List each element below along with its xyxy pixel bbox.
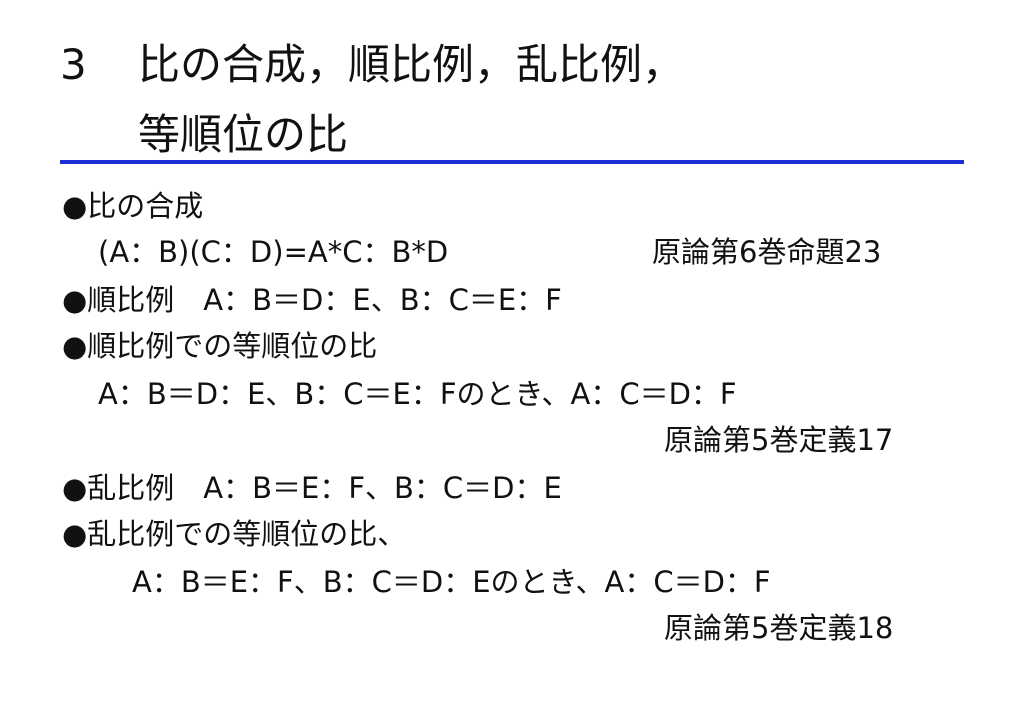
item-reference-composition: 原論第6巻命題23 bbox=[652, 235, 882, 269]
title-line-1: 比の合成，順比例，乱比例， bbox=[138, 40, 685, 89]
item-formula-direct-ex-aequali: A：B＝D：E、B：C＝E：Fのとき、A：C＝D：F bbox=[98, 377, 737, 411]
item-reference-direct-ex-aequali: 原論第5巻定義17 bbox=[664, 423, 894, 457]
title-number: 3 bbox=[60, 40, 87, 89]
item-heading-perturbed-proportion: ●乱比例 A：B＝E：F、B：C＝D：E bbox=[62, 471, 562, 505]
item-formula-composition: (A：B)(C：D)=A*C：B*D bbox=[98, 235, 449, 269]
item-heading-composition: ●比の合成 bbox=[62, 189, 204, 223]
item-formula-perturbed-ex-aequali: A：B＝E：F、B：C＝D：Eのとき、A：C＝D：F bbox=[132, 565, 771, 599]
item-heading-direct-proportion: ●順比例 A：B＝D：E、B：C＝E：F bbox=[62, 283, 562, 317]
item-heading-perturbed-ex-aequali: ●乱比例での等順位の比、 bbox=[62, 517, 407, 551]
item-reference-perturbed-ex-aequali: 原論第5巻定義18 bbox=[664, 611, 894, 645]
title-line-2: 等順位の比 bbox=[138, 110, 349, 159]
title-underline bbox=[60, 160, 964, 164]
item-heading-direct-ex-aequali: ●順比例での等順位の比 bbox=[62, 329, 378, 363]
